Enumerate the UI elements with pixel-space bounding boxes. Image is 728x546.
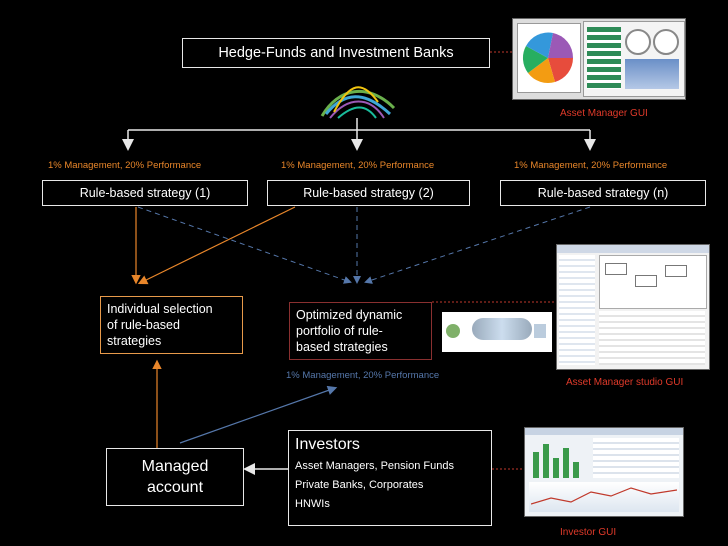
gui-dotted-links	[432, 51, 556, 470]
optimized-portfolio-line-2: portfolio of rule-	[296, 324, 383, 338]
investor-gui-label: Investor GUI	[560, 527, 617, 538]
investor-gui-thumbnail	[524, 427, 684, 517]
investors-line-3: HNWIs	[295, 498, 330, 510]
top-distribution-arrows	[122, 118, 596, 151]
fee-label-portfolio: 1% Management, 20% Performance	[286, 370, 440, 381]
managed-account-line-2: account	[146, 479, 204, 496]
asset-manager-studio-gui-thumbnail	[556, 244, 710, 370]
individual-selection-line-2: of rule-based	[107, 318, 180, 332]
bar-chart-icon	[533, 444, 579, 478]
optimized-portfolio-line-3: based strategies	[296, 340, 388, 354]
investors-heading: Investors	[295, 436, 360, 453]
asset-manager-gui-label: Asset Manager GUI	[560, 108, 648, 119]
asset-manager-gui-thumbnail	[512, 18, 686, 100]
individual-selection-line-1: Individual selection	[107, 302, 213, 316]
managed-to-portfolio-arrow	[179, 385, 338, 444]
managed-account-box: Managed account	[106, 448, 244, 506]
managed-account-line-1: Managed	[141, 458, 209, 475]
line-chart-icon	[531, 487, 677, 505]
individual-selection-line-3: strategies	[107, 334, 162, 348]
fee-label-1: 1% Management, 20% Performance	[48, 160, 202, 171]
strategy-box-2: Rule-based strategy (2)	[267, 180, 470, 206]
investors-box: Investors Asset Managers, Pension Funds …	[288, 430, 492, 526]
swirl-logo-icon	[320, 86, 396, 119]
fee-label-2: 1% Management, 20% Performance	[281, 160, 435, 171]
individual-selection-box: Individual selection of rule-based strat…	[100, 296, 243, 354]
title-text: Hedge-Funds and Investment Banks	[218, 45, 454, 61]
strategy-label-1: Rule-based strategy (1)	[79, 186, 211, 200]
strategy-flow-diagram-icon	[442, 312, 552, 352]
optimized-portfolio-line-1: Optimized dynamic	[296, 308, 403, 322]
title-box: Hedge-Funds and Investment Banks	[182, 38, 490, 68]
radial-chart-icon	[522, 32, 574, 83]
optimized-portfolio-box: Optimized dynamic portfolio of rule- bas…	[289, 302, 432, 360]
orange-selection-arrows	[131, 206, 296, 448]
investors-line-2: Private Banks, Corporates	[295, 479, 424, 491]
strategy-box-n: Rule-based strategy (n)	[500, 180, 706, 206]
strategy-label-n: Rule-based strategy (n)	[537, 186, 669, 200]
studio-gui-label: Asset Manager studio GUI	[566, 377, 684, 388]
investors-line-1: Asset Managers, Pension Funds	[295, 460, 454, 472]
blue-dashed-arrows	[137, 206, 591, 284]
strategy-box-1: Rule-based strategy (1)	[42, 180, 248, 206]
strategy-label-2: Rule-based strategy (2)	[303, 186, 434, 200]
fee-label-n: 1% Management, 20% Performance	[514, 160, 668, 171]
